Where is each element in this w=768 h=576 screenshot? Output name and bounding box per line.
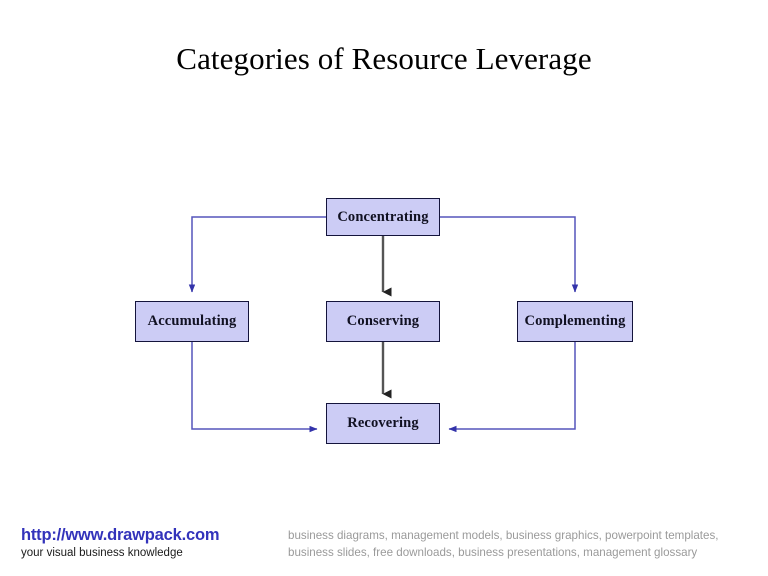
slide-footer: http://www.drawpack.com your visual busi… bbox=[0, 500, 768, 576]
connector-complementing-to-recovering bbox=[448, 342, 576, 433]
node-concentrating[interactable]: Concentrating bbox=[326, 198, 440, 236]
connector-concentrating-to-accumulating bbox=[188, 216, 326, 293]
brand-tagline: your visual business knowledge bbox=[21, 547, 183, 560]
node-conserving[interactable]: Conserving bbox=[326, 301, 440, 342]
brand-block: http://www.drawpack.com your visual busi… bbox=[21, 526, 286, 561]
connector-concentrating-to-complementing bbox=[440, 216, 579, 293]
node-recovering[interactable]: Recovering bbox=[326, 403, 440, 444]
page-title: Categories of Resource Leverage bbox=[176, 41, 592, 76]
connector-accumulating-to-recovering bbox=[191, 342, 318, 433]
node-accumulating[interactable]: Accumulating bbox=[135, 301, 249, 342]
resource-leverage-flowchart: Concentrating Accumulating Conserving Co… bbox=[135, 198, 633, 444]
node-complementing[interactable]: Complementing bbox=[517, 301, 633, 342]
connector-layer bbox=[188, 216, 579, 433]
drawpack-url-link[interactable]: http://www.drawpack.com bbox=[21, 526, 220, 544]
footer-keywords: business diagrams, management models, bu… bbox=[288, 529, 719, 559]
